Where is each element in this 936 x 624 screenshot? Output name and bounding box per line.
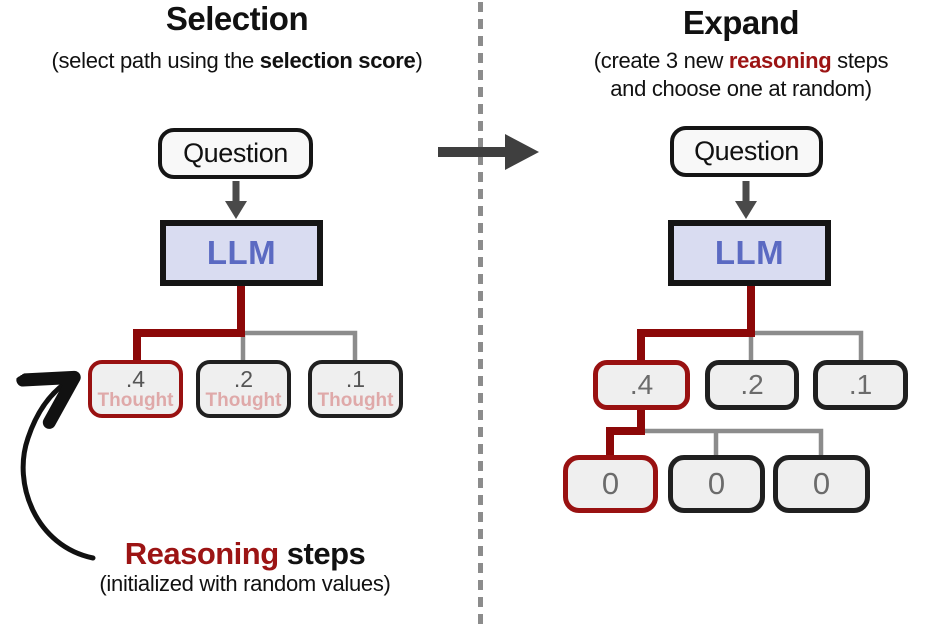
- left-subtitle-bold: selection score: [259, 48, 416, 73]
- llm-label-right: LLM: [714, 234, 785, 271]
- new-step-value: 0: [707, 466, 726, 501]
- right-subtitle-bold: reasoning: [728, 48, 832, 73]
- thought-label: Thought: [97, 390, 174, 412]
- question-label-right: Question: [694, 136, 799, 166]
- thought-label: Thought: [317, 390, 394, 412]
- llm-label-left: LLM: [206, 234, 277, 271]
- thought-value: .4: [125, 365, 146, 392]
- left-subtitle-prefix: (select path using the: [51, 48, 260, 73]
- right-subtitle-line2: and choose one at random): [610, 76, 872, 101]
- reasoning-caption-rest: steps: [278, 536, 366, 571]
- new-step-value: 0: [601, 466, 620, 501]
- thought-value: .2: [233, 365, 254, 392]
- thought-value: .1: [345, 365, 366, 392]
- llm-node-left: LLM: [160, 220, 323, 286]
- tree-connectors-right-level2: [606, 406, 824, 458]
- value-node-1-selected: .4: [593, 360, 690, 410]
- right-subtitle-prefix: (create 3 new: [593, 48, 729, 73]
- value-node-3: .1: [813, 360, 908, 410]
- tree-connectors-left: [133, 283, 358, 364]
- thought-node-2: .2 Thought: [196, 360, 291, 418]
- reasoning-steps-caption: Reasoning steps: [8, 536, 482, 572]
- left-panel-subtitle: (select path using the selection score): [0, 47, 474, 75]
- thought-node-1-selected: .4 Thought: [88, 360, 183, 418]
- left-subtitle-suffix: ): [415, 48, 423, 73]
- thought-label: Thought: [205, 390, 282, 412]
- question-node-left: Question: [158, 128, 313, 179]
- question-to-llm-arrow-left: [225, 181, 247, 219]
- new-step-value: 0: [812, 466, 831, 501]
- value-node-2: .2: [705, 360, 799, 410]
- new-step-node-1-selected: 0: [563, 455, 658, 513]
- tree-connectors-right-level1: [637, 283, 864, 364]
- value-label: .2: [740, 369, 764, 400]
- thought-node-3: .1 Thought: [308, 360, 403, 418]
- right-panel-subtitle: (create 3 new reasoning steps and choose…: [524, 47, 936, 103]
- reasoning-steps-note: (initialized with random values): [99, 571, 391, 596]
- llm-node-right: LLM: [668, 220, 831, 286]
- value-label: .1: [848, 369, 873, 400]
- reasoning-caption-highlight: Reasoning: [124, 536, 279, 571]
- new-step-node-3: 0: [773, 455, 870, 513]
- question-label-left: Question: [183, 138, 288, 168]
- annotation-curved-arrow: [23, 380, 96, 561]
- panel-transition-arrow: [438, 134, 539, 170]
- question-to-llm-arrow-right: [735, 181, 757, 219]
- new-step-node-2: 0: [668, 455, 765, 513]
- right-panel-title: Expand: [682, 4, 800, 41]
- question-node-right: Question: [670, 126, 823, 177]
- left-panel-title: Selection: [165, 0, 309, 37]
- right-subtitle-suffix: steps: [831, 48, 889, 73]
- value-label: .4: [629, 369, 654, 400]
